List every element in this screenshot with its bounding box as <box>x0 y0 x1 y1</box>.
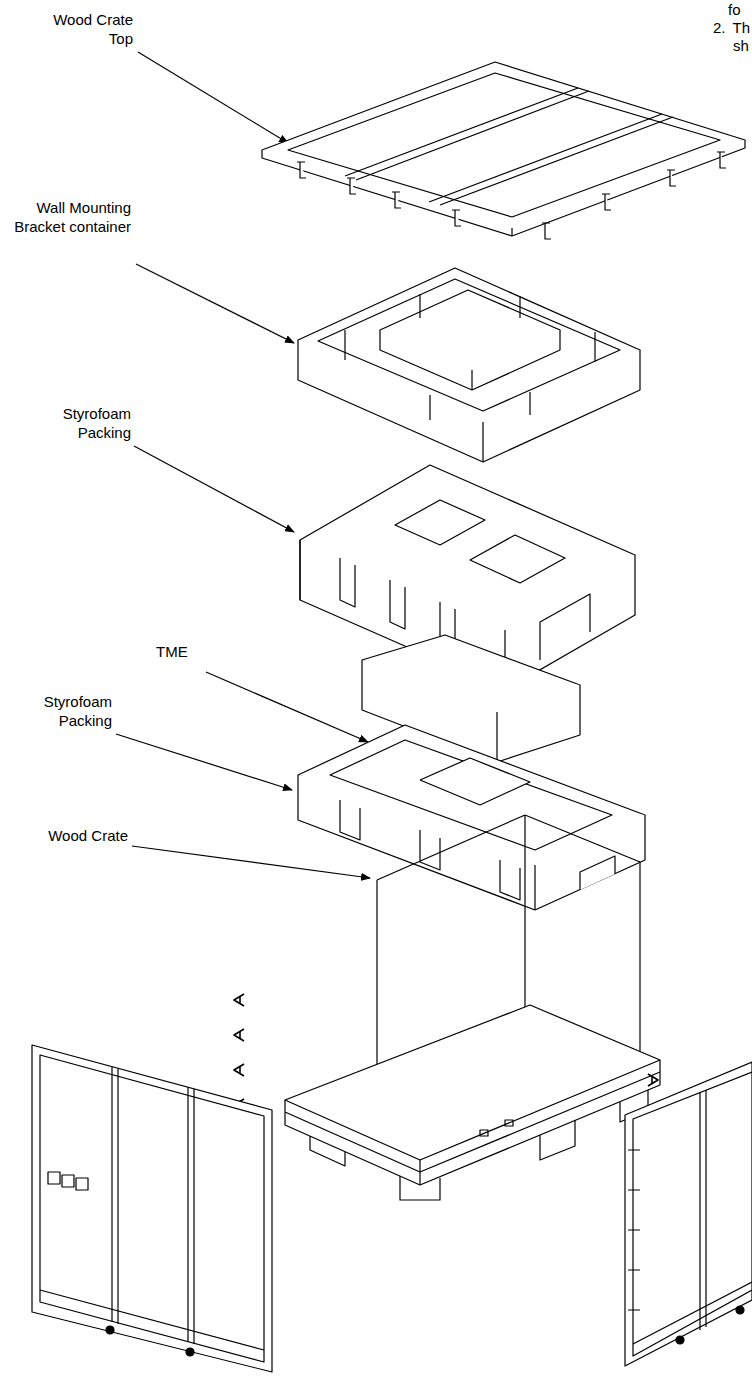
part-label: Styrofoam Packing <box>41 404 131 442</box>
panel-clips <box>234 994 658 1156</box>
cropped-note-text: sh <box>733 36 749 55</box>
crate-clips <box>297 152 726 239</box>
right-side-panel <box>625 1062 752 1366</box>
part-label: Wood Crate Top <box>33 10 133 48</box>
styrofoam-bottom <box>298 725 645 910</box>
left-side-panel <box>32 1045 272 1372</box>
part-label: Wood Crate <box>18 826 128 845</box>
bracket-container-tray <box>298 268 640 462</box>
part-label: Wall Mounting Bracket container <box>13 198 131 236</box>
part-label: TME <box>156 642 188 661</box>
cropped-note-text: Th <box>732 18 750 37</box>
part-label: Styrofoam Packing <box>22 692 112 730</box>
wood-crate-body <box>285 815 660 1200</box>
cropped-note-text: fo <box>728 0 741 19</box>
crate-top-frame <box>262 62 745 239</box>
note-number: 2. <box>713 18 726 37</box>
